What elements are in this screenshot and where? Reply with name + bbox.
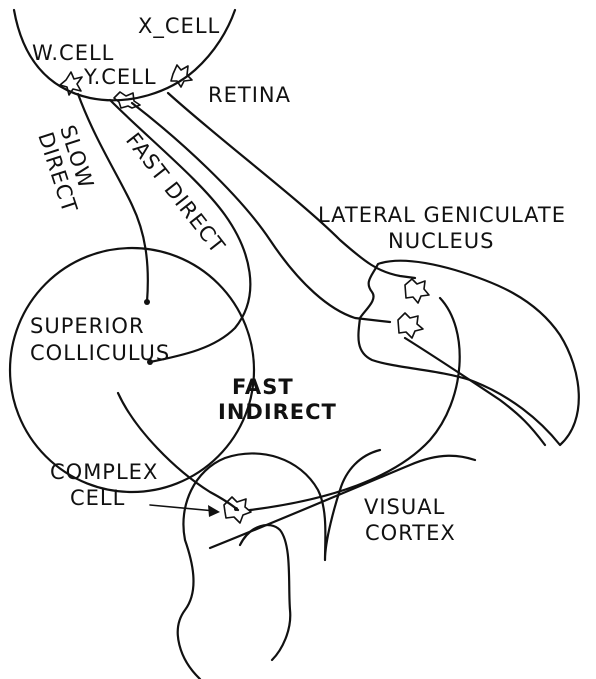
lgn-label-line1: LATERAL GENICULATE xyxy=(318,203,566,227)
lgn-neuron-upper-icon xyxy=(405,279,429,303)
lgn-to-cortex-band-bottom xyxy=(405,338,545,445)
lgn-neuron-lower-icon xyxy=(398,313,423,338)
visual-cortex-outline xyxy=(178,450,380,679)
fast-indirect-label-line2: INDIRECT xyxy=(218,400,337,424)
y-cell-label: Y.CELL xyxy=(83,65,157,89)
retina-label: RETINA xyxy=(208,83,291,107)
x-cell-label: X_CELL xyxy=(138,14,220,39)
complex-cell-label-line1: COMPLEX xyxy=(50,460,158,484)
lgn-outline xyxy=(358,261,578,445)
sc-label-line1: SUPERIOR xyxy=(30,314,145,338)
fast-direct-label: FAST DIRECT xyxy=(121,128,230,258)
sc-label-line2: COLLICULUS xyxy=(30,341,170,365)
w-cell-icon xyxy=(60,72,82,95)
complex-cell-arrow xyxy=(150,505,215,511)
visual-cortex-label-line1: VISUAL xyxy=(364,495,445,519)
w-cell-label: W.CELL xyxy=(32,41,114,65)
visual-cortex-label-line2: CORTEX xyxy=(365,521,456,545)
complex-cell-nucleus xyxy=(234,507,238,511)
fast-indirect-label-line1: FAST xyxy=(232,375,294,399)
superior-colliculus-outline xyxy=(10,248,254,492)
complex-cell-label-line2: CELL xyxy=(70,486,125,510)
complex-cell-arrowhead xyxy=(208,505,220,517)
lgn-label-line2: NUCLEUS xyxy=(388,229,494,253)
slow-direct-terminal-dot xyxy=(144,299,150,305)
visual-cortex-fold-inner xyxy=(240,525,290,660)
